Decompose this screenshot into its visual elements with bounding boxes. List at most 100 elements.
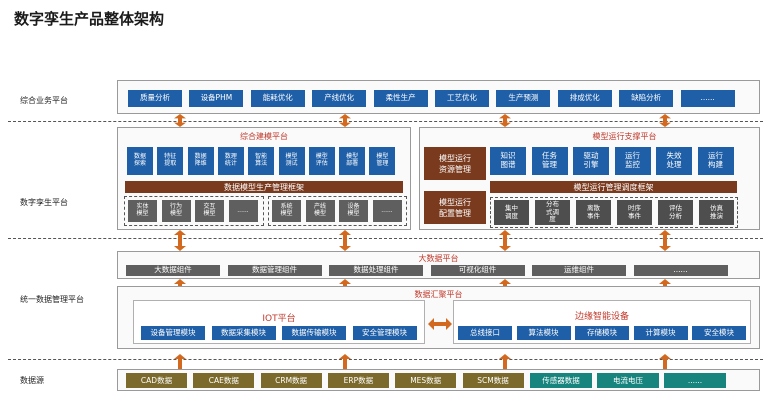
source-item: CRM数据 — [260, 373, 322, 388]
source-item: CAE数据 — [193, 373, 255, 388]
bigdata-item: ...... — [633, 265, 728, 276]
row-label: 综合业务平台 — [20, 96, 68, 105]
business-item: 工艺优化 — [435, 90, 489, 107]
bigdata-item: 数据管理组件 — [227, 265, 322, 276]
up-arrow-icon — [339, 279, 351, 286]
model-item: 系统 模型 — [272, 200, 301, 222]
sched-item: 集中 调度 — [494, 200, 529, 225]
sched-item: 时序 事件 — [617, 200, 652, 225]
bigdata-item: 数据处理组件 — [329, 265, 423, 276]
iot-module: 安全管理模块 — [352, 326, 417, 340]
flow-arrow-icon — [339, 114, 351, 127]
edge-module: 计算模块 — [633, 326, 688, 340]
iot-module: 设备管理模块 — [141, 326, 205, 340]
row-label: 数字孪生平台 — [20, 198, 68, 207]
business-item: 排成优化 — [557, 90, 612, 107]
edge-device-title: 边缘智能设备 — [574, 312, 629, 322]
model-item: 产线 模型 — [305, 200, 335, 222]
modeling-tool: 智能 算法 — [248, 147, 275, 175]
source-item: CAD数据 — [126, 373, 187, 388]
business-item: 生产预测 — [496, 90, 551, 107]
business-item: ...... — [680, 90, 735, 107]
flow-arrow-icon — [499, 230, 511, 251]
source-item: SCM数据 — [462, 373, 524, 388]
modeling-platform-title: 综合建模平台 — [240, 132, 288, 141]
bidirectional-arrow-icon — [428, 318, 452, 330]
sched-item: 评估 分析 — [658, 200, 693, 225]
model-item: 设备 模型 — [339, 200, 368, 222]
models-group-b — [268, 196, 407, 226]
flow-arrow-icon — [174, 230, 186, 251]
business-item: 柔性生产 — [373, 90, 428, 107]
modeling-tool: 模型 评估 — [308, 147, 335, 175]
runtime-tool: 运行 构建 — [697, 147, 734, 175]
up-arrow-icon — [174, 354, 186, 369]
runtime-config-mgmt: 模型运行 配置管理 — [424, 191, 486, 224]
runtime-platform-title: 模型运行支撑平台 — [592, 132, 657, 141]
edge-module: 总线接口 — [458, 326, 512, 340]
runtime-resource-mgmt: 模型运行 资源管理 — [424, 147, 486, 180]
modeling-framework-bar: 数据模型生产管理框架 — [125, 181, 403, 193]
runtime-tool: 失效 处理 — [656, 147, 692, 175]
modeling-tool: 模型 管理 — [369, 147, 396, 175]
flow-arrow-icon — [339, 230, 351, 251]
bigdata-platform-title: 大数据平台 — [418, 254, 459, 263]
bigdata-item: 运维组件 — [532, 265, 626, 276]
row-separator — [8, 238, 763, 239]
row-separator — [8, 121, 763, 122]
business-item: 能耗优化 — [250, 90, 305, 107]
edge-module: 安全模块 — [692, 326, 746, 340]
bigdata-item: 大数据组件 — [126, 265, 220, 276]
business-item: 缺陷分析 — [619, 90, 674, 107]
iot-platform-title: IOT平台 — [262, 314, 296, 324]
iot-module: 数据采集模块 — [211, 326, 276, 340]
modeling-tool: 数据 降维 — [187, 147, 214, 175]
model-item: ...... — [372, 200, 402, 222]
edge-module: 存储模块 — [575, 326, 629, 340]
flow-arrow-icon — [659, 230, 671, 251]
edge-module: 算法模块 — [516, 326, 571, 340]
business-item: 质量分析 — [128, 90, 182, 107]
iot-module: 数据传输模块 — [282, 326, 346, 340]
runtime-tool: 运行 监控 — [614, 147, 651, 175]
aggregation-platform-title: 数据汇聚平台 — [414, 290, 463, 299]
runtime-tool: 任务 管理 — [531, 147, 568, 175]
model-item: ...... — [228, 200, 258, 222]
up-arrow-icon — [659, 354, 671, 369]
up-arrow-icon — [339, 354, 351, 369]
model-item: 行为 模型 — [161, 200, 191, 222]
up-arrow-icon — [174, 279, 186, 286]
modeling-tool: 数据 探索 — [127, 147, 153, 175]
row-label: 数据源 — [20, 376, 44, 385]
modeling-tool: 数理 统计 — [217, 147, 244, 175]
models-group-a — [124, 196, 264, 226]
source-item: ...... — [664, 373, 726, 388]
bigdata-item: 可视化组件 — [430, 265, 525, 276]
flow-arrow-icon — [174, 114, 186, 127]
model-item: 实体 模型 — [128, 200, 157, 222]
runtime-framework-bar: 模型运行管理调度框架 — [490, 181, 737, 193]
sched-item: 离散 事件 — [576, 200, 611, 225]
row-label: 统一数据管理平台 — [20, 295, 84, 304]
row-separator — [8, 359, 763, 360]
modeling-tool: 模型 部署 — [339, 147, 366, 175]
flow-arrow-icon — [659, 114, 671, 127]
runtime-tool: 知识 图谱 — [490, 147, 526, 175]
up-arrow-icon — [499, 279, 511, 286]
modeling-tool: 特征 提取 — [157, 147, 184, 175]
sched-group — [490, 197, 738, 228]
business-item: 设备PHM — [189, 90, 244, 107]
up-arrow-icon — [499, 354, 511, 369]
modeling-tool: 模型 测试 — [278, 147, 305, 175]
source-item: ERP数据 — [327, 373, 389, 388]
sched-item: 仿真 推演 — [699, 200, 734, 225]
source-item: MES数据 — [395, 373, 457, 388]
runtime-tool: 驱动 引擎 — [573, 147, 609, 175]
flow-arrow-icon — [499, 114, 511, 127]
source-item: 传感器数据 — [530, 373, 592, 388]
up-arrow-icon — [659, 279, 671, 286]
page-title: 数字孪生产品整体架构 — [14, 10, 165, 28]
model-item: 交互 模型 — [195, 200, 224, 222]
source-item: 电流电压 — [597, 373, 659, 388]
business-item: 产线优化 — [312, 90, 367, 107]
